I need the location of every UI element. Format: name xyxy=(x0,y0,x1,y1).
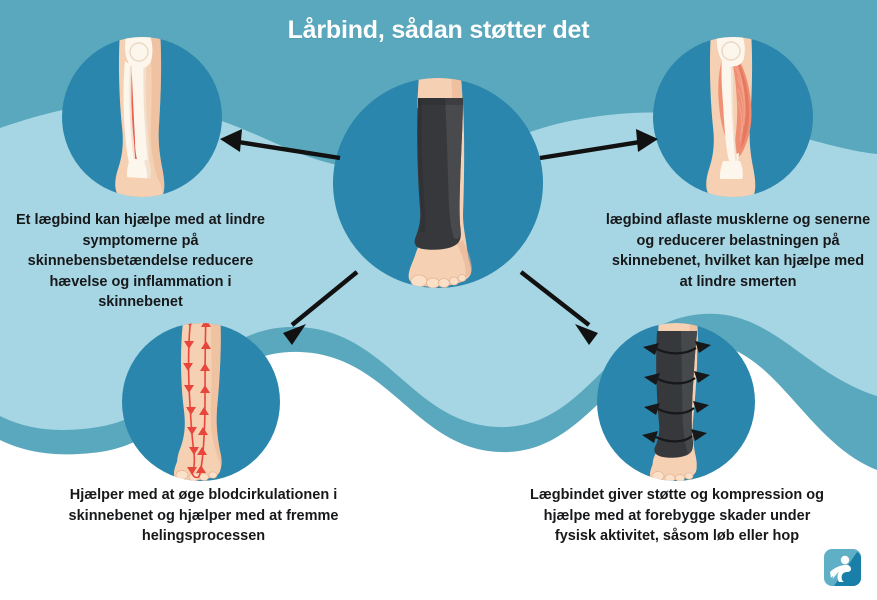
page-title: Lårbind, sådan støtter det xyxy=(287,16,590,44)
leg-compression-bands-icon xyxy=(642,323,711,481)
blood-flow-down-arrowheads xyxy=(183,323,199,475)
node-top-right-disc xyxy=(653,37,813,197)
running-figure-logo-icon xyxy=(824,549,861,586)
leg-muscle-icon xyxy=(706,37,756,197)
node-bottom-right-disc xyxy=(597,323,755,481)
leg-sleeve-icon xyxy=(408,78,472,288)
node-top-left-disc xyxy=(62,37,222,197)
node-top-left-leg-with-shin-inflammation[interactable] xyxy=(62,37,222,197)
node-bottom-left-leg-with-blood-circulation[interactable] xyxy=(122,323,280,481)
caption-top-left: Et lægbind kan hjælpe med at lindre symp… xyxy=(16,212,265,311)
leg-circulation-arrows-icon xyxy=(173,323,222,481)
node-bottom-left-disc xyxy=(122,323,280,481)
leg-bone-inflammation-icon xyxy=(115,37,165,197)
caption-bottom-right: Lægbindet giver støtte og kompression og… xyxy=(529,487,825,545)
node-center-leg-with-compression-sleeve[interactable] xyxy=(333,78,543,288)
node-bottom-right-leg-with-compression-bands[interactable] xyxy=(597,323,755,481)
brand-logo[interactable] xyxy=(824,549,861,586)
caption-bottom-left: Hjælper med at øge blodcirkulationen i s… xyxy=(68,487,339,545)
compression-arrows-left xyxy=(642,343,660,443)
node-center-disc xyxy=(333,78,543,288)
blood-flow-up-arrowheads xyxy=(196,323,211,473)
compression-band-lines xyxy=(655,347,697,443)
node-top-right-leg-with-calf-muscles[interactable] xyxy=(653,37,813,197)
compression-arrows-right xyxy=(691,341,711,441)
caption-top-right: lægbind aflaste musklerne og senerne og … xyxy=(605,212,871,290)
